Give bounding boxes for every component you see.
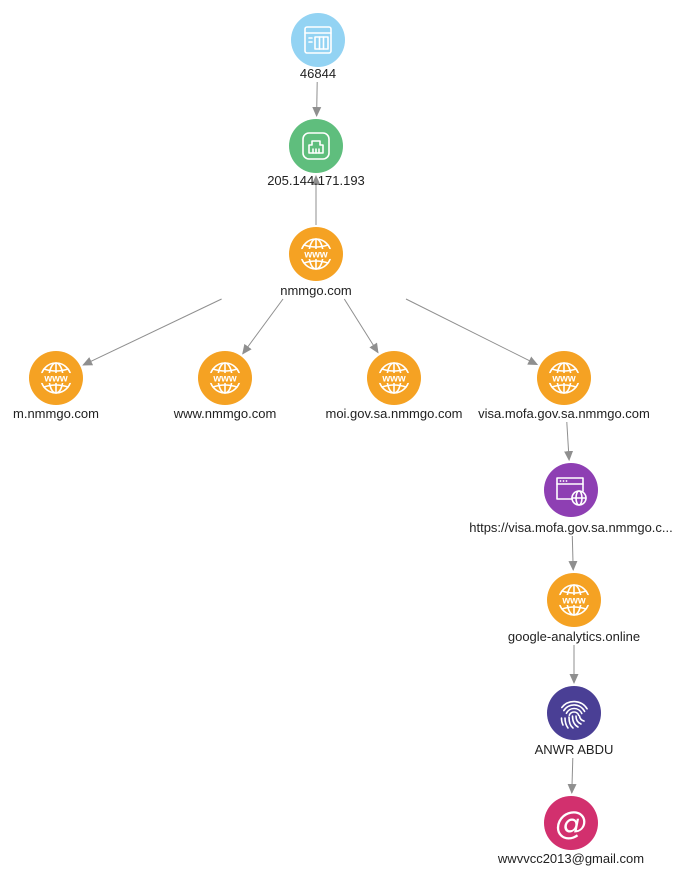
node-label-url: https://visa.mofa.gov.sa.nmmgo.c...	[469, 520, 673, 535]
node-label-moi: moi.gov.sa.nmmgo.com	[325, 406, 462, 421]
url-node-circle[interactable]	[544, 463, 598, 517]
www-globe-icon: www	[548, 362, 580, 394]
svg-text:www: www	[551, 374, 576, 385]
svg-text:@: @	[555, 804, 587, 842]
node-email[interactable]: @ wwvvcc2013@gmail.com	[497, 796, 644, 866]
network-port-icon	[302, 132, 330, 160]
node-moi[interactable]: www moi.gov.sa.nmmgo.com	[325, 351, 463, 421]
node-label-person: ANWR ABDU	[535, 742, 614, 757]
svg-text:www: www	[561, 596, 586, 607]
as-node-circle[interactable]	[291, 13, 345, 67]
edges-layer	[82, 81, 579, 794]
edge-visa-to-url	[564, 421, 574, 462]
whois-node-circle[interactable]	[547, 686, 601, 740]
node-url[interactable]: https://visa.mofa.gov.sa.nmmgo.c...	[469, 463, 673, 535]
node-label-ga: google-analytics.online	[508, 629, 640, 644]
www-globe-icon: www	[40, 362, 72, 394]
node-www[interactable]: www www.nmmgo.com	[173, 351, 277, 421]
svg-text:www: www	[212, 374, 237, 385]
node-label-as: 46844	[300, 66, 336, 81]
svg-text:www: www	[43, 374, 68, 385]
edge-root-to-visa	[405, 298, 539, 366]
edge-root-to-www	[242, 298, 284, 355]
node-label-m: m.nmmgo.com	[13, 406, 99, 421]
server-rack-icon	[304, 26, 332, 54]
edge-root-to-moi	[343, 298, 379, 354]
www-globe-icon: www	[378, 362, 410, 394]
www-globe-icon: www	[209, 362, 241, 394]
www-globe-icon: www	[558, 584, 590, 616]
node-label-visa: visa.mofa.gov.sa.nmmgo.com	[478, 406, 650, 421]
node-m[interactable]: www m.nmmgo.com	[13, 351, 99, 421]
node-label-ip: 205.144.171.193	[267, 173, 365, 188]
node-person[interactable]: ANWR ABDU	[535, 686, 614, 757]
node-label-email: wwvvcc2013@gmail.com	[497, 851, 644, 866]
node-visa[interactable]: www visa.mofa.gov.sa.nmmgo.com	[478, 351, 650, 421]
email-node-circle[interactable]	[544, 796, 598, 850]
edge-person-to-email	[567, 757, 577, 794]
web-page-globe-icon	[556, 477, 587, 506]
svg-text:www: www	[381, 374, 406, 385]
ip-node-circle[interactable]	[289, 119, 343, 173]
edge-url-to-ga	[568, 535, 578, 571]
node-root[interactable]: www nmmgo.com	[280, 227, 352, 298]
node-ip[interactable]: 205.144.171.193	[267, 119, 365, 188]
node-ga[interactable]: www google-analytics.online	[508, 573, 640, 644]
edge-root-to-m	[82, 298, 222, 366]
edge-as-to-ip	[312, 81, 322, 117]
fingerprint-icon	[560, 700, 588, 729]
node-label-www: www.nmmgo.com	[173, 406, 277, 421]
svg-text:www: www	[303, 250, 328, 261]
nodes-layer: 46844 205.144.171.193 www nmmgo.com www m.nmm…	[13, 13, 673, 866]
node-as[interactable]: 46844	[291, 13, 345, 81]
node-label-root: nmmgo.com	[280, 283, 352, 298]
www-globe-icon: www	[300, 238, 332, 270]
at-sign-icon: @	[555, 804, 587, 842]
